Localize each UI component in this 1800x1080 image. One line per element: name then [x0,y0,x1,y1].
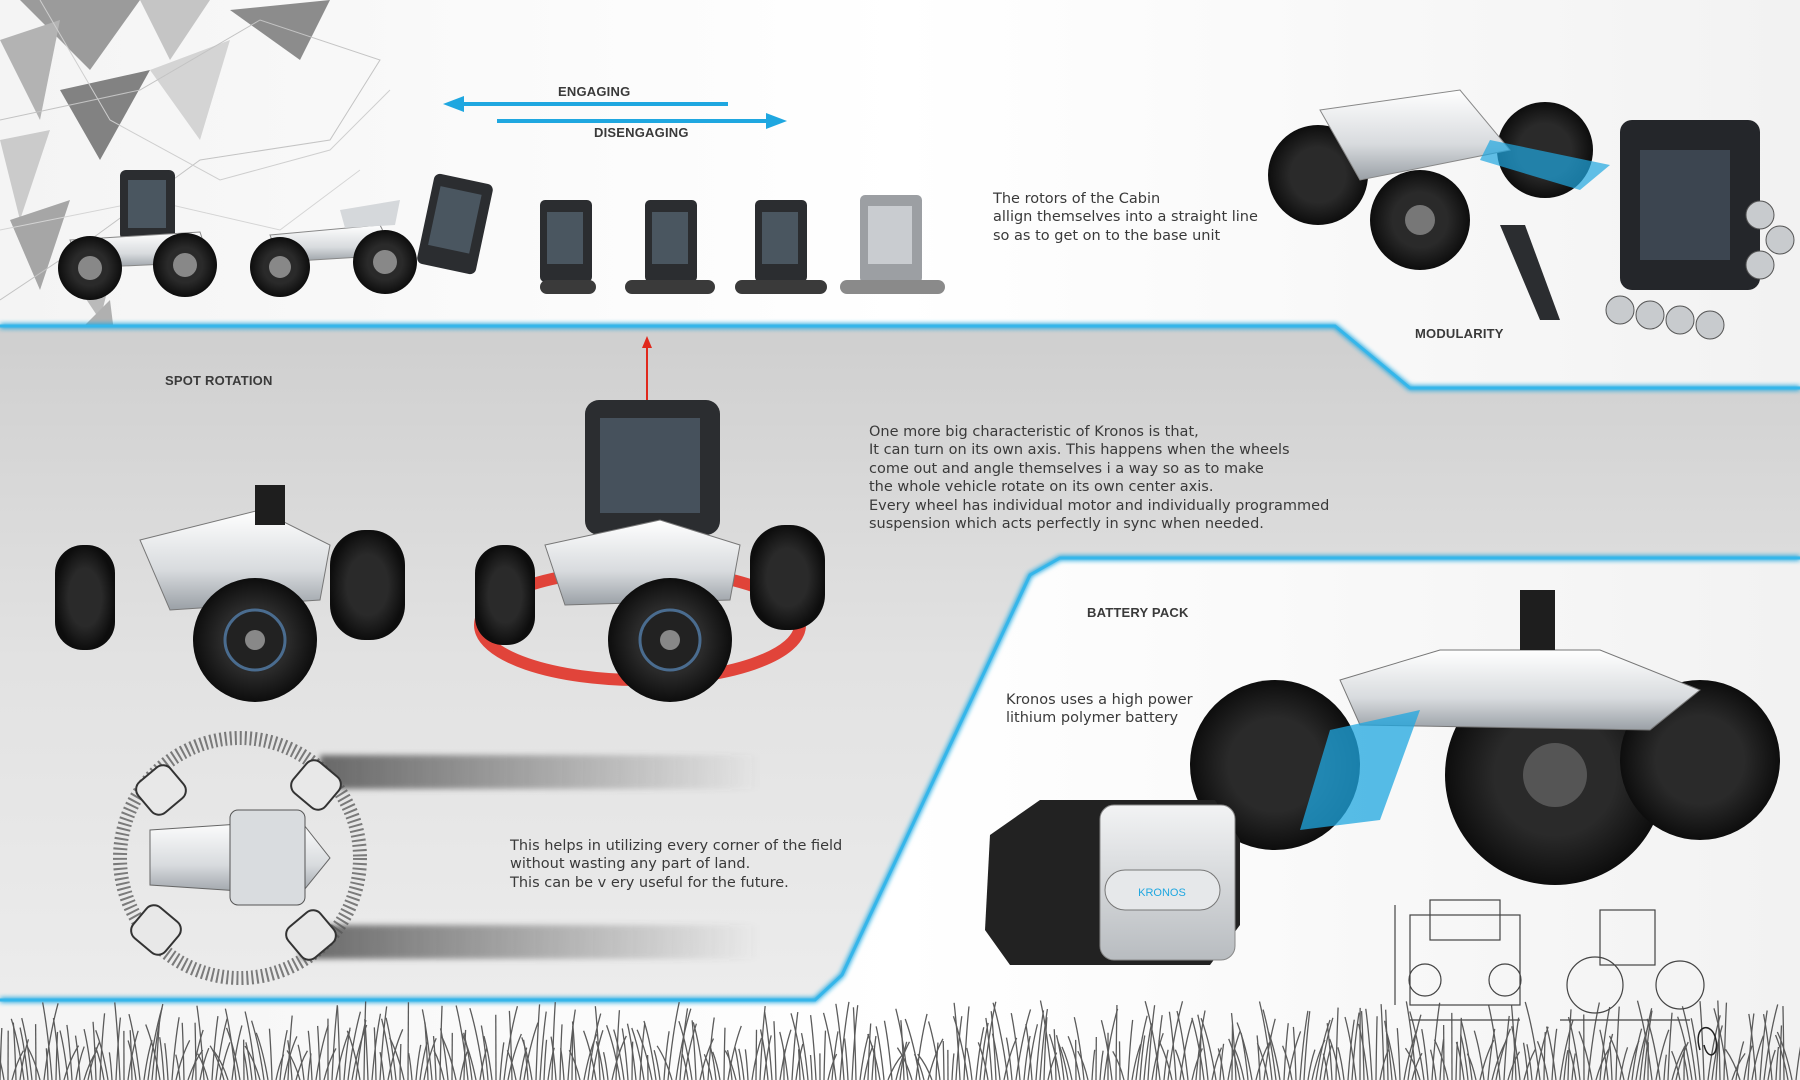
grass-band [0,1000,1800,1080]
battery-pack: KRONOS [985,800,1240,965]
assembly-step-cabin-4 [840,195,945,294]
engaging-label: ENGAGING [558,84,631,99]
spot-rotation-top-view [113,731,760,985]
battery-caption: Kronos uses a high power lithium polymer… [1006,692,1193,727]
cabin-caption: The rotors of the Cabin allign themselve… [993,191,1258,244]
spot-rotation-description: One more big characteristic of Kronos is… [869,424,1330,533]
engaging-arrow [443,96,728,112]
spot-rotation-vehicle-right [474,400,825,702]
spot-rotation-label: SPOT ROTATION [165,373,273,388]
assembly-step-vehicle-1 [58,170,217,300]
field-caption: This helps in utilizing every corner of … [510,838,843,891]
battery-render [1190,590,1780,885]
signature [1697,1026,1718,1056]
battery-brand: KRONOS [1138,887,1186,899]
modularity-label: MODULARITY [1415,326,1504,341]
assembly-step-vehicle-2 [250,173,493,297]
assembly-sequence [58,170,945,300]
modularity-render [1268,89,1795,340]
rotation-up-arrow [642,336,652,410]
disengaging-arrow [497,113,787,129]
assembly-step-cabin-3 [735,200,827,294]
technical-drawings [1394,899,1705,1021]
spot-rotation-vehicle-left [55,485,405,702]
middle-panel [0,326,1800,1000]
assembly-step-cabin-2 [625,200,715,294]
disengaging-label: DISENGAGING [594,125,689,140]
battery-pack-label: BATTERY PACK [1087,605,1189,620]
assembly-step-cabin-1 [540,200,596,294]
